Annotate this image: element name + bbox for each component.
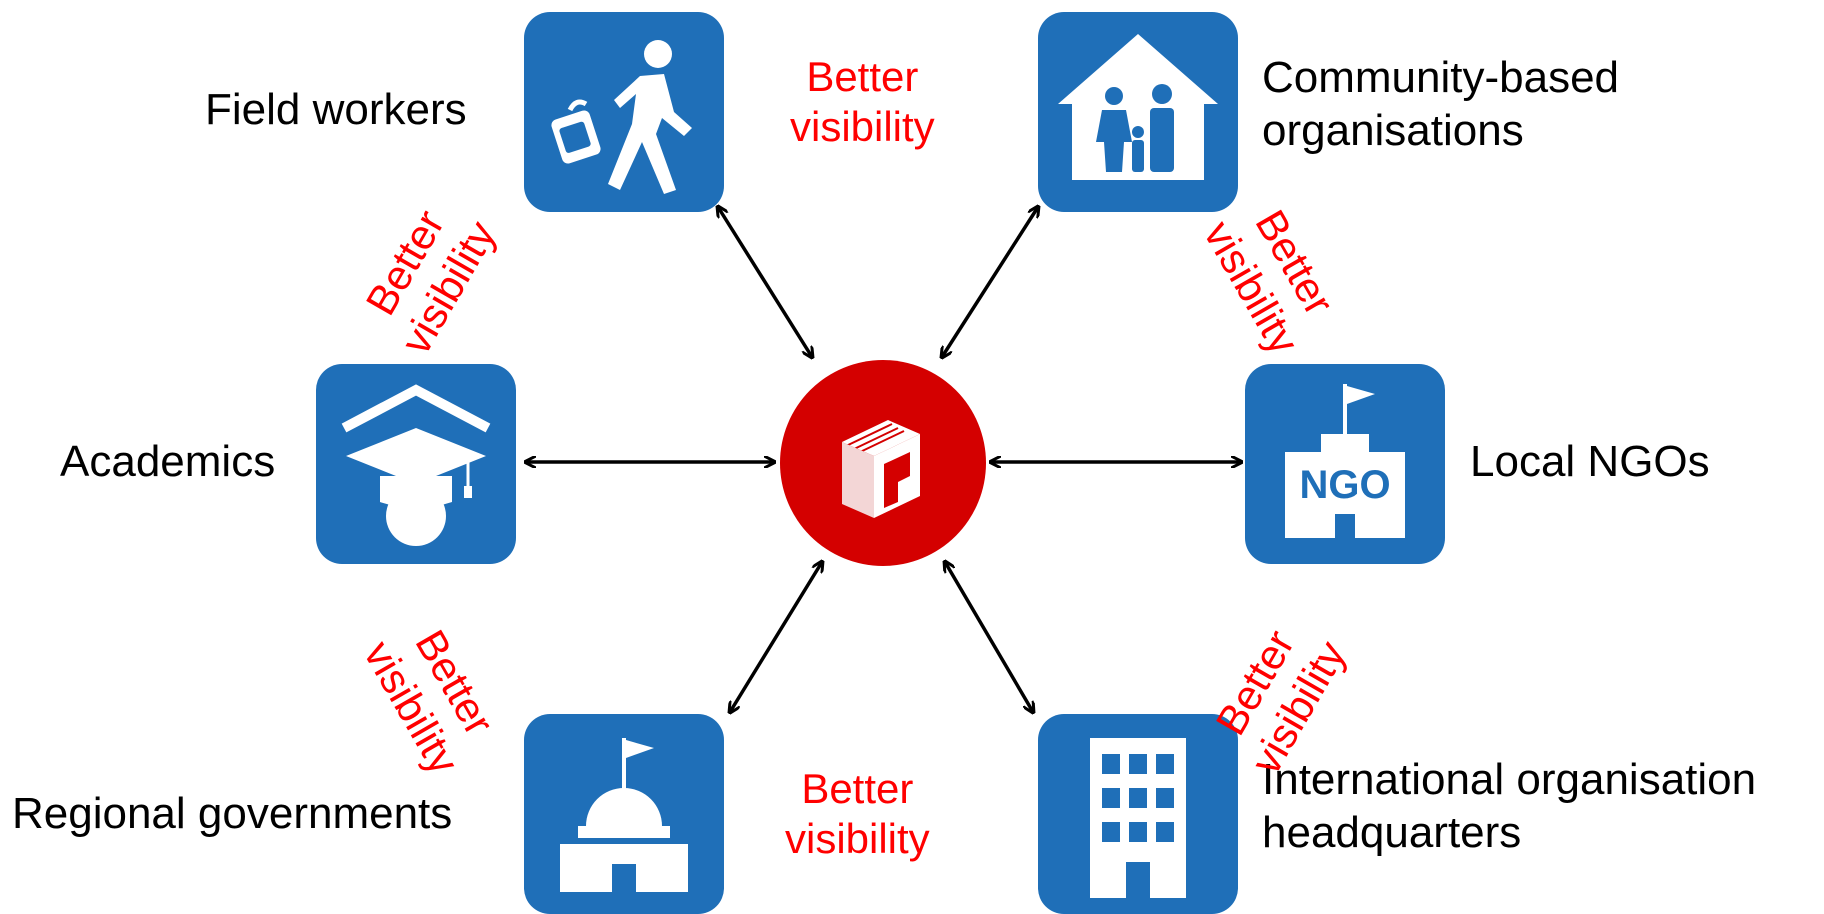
ngo-icon-text: NGO bbox=[1299, 463, 1390, 507]
graduate-icon bbox=[341, 384, 491, 546]
regional-gov-label: Regional governments bbox=[12, 789, 453, 838]
ngo-building-icon: NGO bbox=[1285, 384, 1405, 538]
local-ngos-tile: NGO bbox=[1245, 364, 1445, 564]
visibility-top: Better visibility bbox=[790, 52, 935, 153]
academics-tile bbox=[316, 364, 516, 564]
academics-label: Academics bbox=[60, 437, 276, 486]
field-workers-tile bbox=[524, 12, 724, 212]
community-label: Community-based organisations bbox=[1262, 52, 1619, 158]
arrow-community bbox=[942, 207, 1038, 357]
visibility-bottom-line2: visibility bbox=[785, 815, 930, 863]
international-label-line1: International organisation bbox=[1262, 755, 1757, 804]
community-label-line2: organisations bbox=[1262, 105, 1524, 155]
arrow-international bbox=[945, 562, 1033, 712]
international-label: International organisation headquarters bbox=[1262, 754, 1756, 860]
walking-person-icon bbox=[551, 40, 692, 194]
international-label-line2: headquarters bbox=[1262, 807, 1522, 857]
local-ngos-label: Local NGOs bbox=[1470, 437, 1710, 486]
community-tile bbox=[1038, 12, 1238, 212]
visibility-bottom: Better visibility bbox=[785, 764, 930, 865]
library-logo-icon bbox=[842, 420, 920, 518]
visibility-top-line1: Better bbox=[806, 53, 919, 100]
field-workers-label: Field workers bbox=[205, 85, 467, 134]
international-tile bbox=[1038, 714, 1238, 914]
capitol-building-icon bbox=[560, 738, 688, 892]
regional-gov-tile bbox=[524, 714, 724, 914]
community-label-line1: Community-based bbox=[1262, 53, 1620, 102]
visibility-top-line2: visibility bbox=[790, 103, 935, 151]
arrow-regional-gov bbox=[730, 562, 822, 712]
family-house-icon bbox=[1058, 34, 1218, 180]
visibility-bottom-line1: Better bbox=[801, 765, 914, 812]
office-building-icon bbox=[1090, 738, 1186, 898]
hub-logo bbox=[780, 360, 986, 566]
arrow-field-workers bbox=[718, 207, 812, 357]
